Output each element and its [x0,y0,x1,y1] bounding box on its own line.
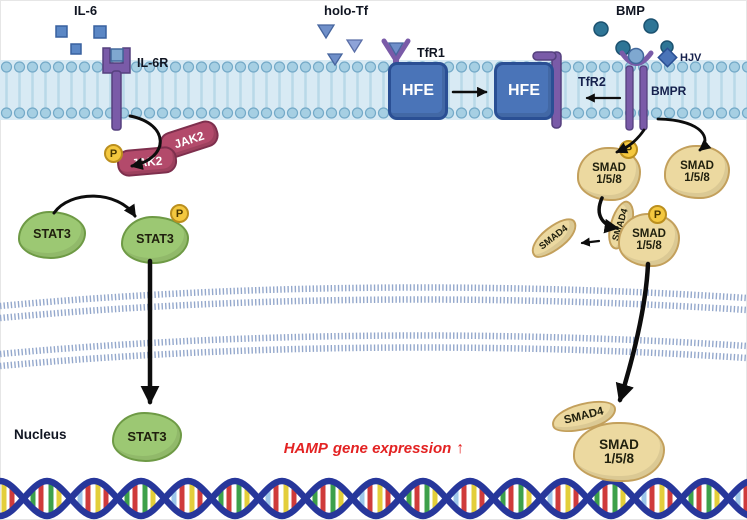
nuclear-membrane-line [0,344,747,370]
phosphate-on-smad-complex: P [648,205,667,224]
holo-tf-molecule-bound [387,42,405,57]
smad158-label-line2: 1/5/8 [636,240,662,252]
bmpr-receptor-stem [625,65,634,131]
nucleus-label: Nucleus [14,427,67,442]
il6-molecule [55,25,68,38]
smad158-label-line1: SMAD [680,159,714,172]
hamp-gene-expression-text: HAMP gene expression ↑ [284,440,465,458]
smad158-label-line1: SMAD [599,436,639,452]
arrow-smad158-to-complex [597,196,620,234]
holo-tf-label: holo-Tf [324,3,369,18]
arrow-bmpr-to-smad-left [615,128,646,154]
bmp-molecule [593,21,609,37]
tfr2-label: TfR2 [578,75,606,89]
bmp-molecule [643,18,659,34]
stat3-label: STAT3 [136,232,174,247]
hfe-label: HFE [402,82,434,99]
up-arrow-icon: ↑ [456,440,465,457]
hfe-protein-right: HFE [494,62,554,120]
bmp-molecule-bound [627,47,645,65]
phosphate-label: P [109,147,118,160]
arrow-smad-complex-nuclear-import [615,261,651,403]
tfr1-label: TfR1 [417,46,445,60]
il6r-label: IL-6R [137,56,169,70]
smad158-label-line1: SMAD [592,161,626,174]
nuclear-membrane-line [0,284,747,310]
phosphate-label: P [175,207,184,220]
stat3-nuclear: STAT3 [112,412,182,462]
arrow-bmpr-to-smad-right [656,117,712,152]
il6-molecule [70,43,82,55]
holo-tf-molecule [345,39,364,54]
arrow-smad4-join [580,237,601,247]
il6-molecule [93,25,107,39]
stat3-unphosphorylated: STAT3 [18,211,86,259]
arrow-il6r-to-jak2 [128,114,162,170]
bmp-label: BMP [616,3,645,18]
dna-helix [0,477,747,520]
holo-tf-molecule [316,24,336,40]
hamp-gene-name: HAMP [283,440,328,457]
il6-molecule-bound [110,48,124,62]
smad-complex-cytoplasm: SMAD 1/5/8 [618,213,680,267]
nuclear-membrane-line [0,332,747,358]
stat3-label: STAT3 [127,429,167,445]
smad158-label-line2: 1/5/8 [684,172,710,184]
smad158-label-line1: SMAD [632,227,666,240]
phosphate-on-jak2: P [104,144,123,163]
smad158-label-line2: 1/5/8 [596,174,622,186]
nuclear-membrane-line [0,296,747,322]
phosphate-label: P [653,208,662,221]
il6-receptor-stem [111,70,122,131]
il6-label: IL-6 [74,3,98,18]
dna-strand [0,477,747,520]
hjv-label: HJV [680,52,702,64]
hjv-coreceptor-shape [657,47,678,68]
tfr1-receptor-stem [393,57,399,66]
holo-tf-molecule [326,53,344,67]
hamp-text: gene expression [332,440,452,457]
tfr2-receptor-arm [532,51,557,61]
hfe-label: HFE [508,82,540,99]
stat3-phosphorylated: STAT3 [121,216,189,264]
stat3-label: STAT3 [33,227,71,242]
phosphate-on-stat3: P [170,204,189,223]
smad-complex-nuclear: SMAD 1/5/8 [573,422,665,482]
smad158-label-line2: 1/5/8 [603,451,635,466]
smad158-free: SMAD 1/5/8 [664,145,730,199]
bmpr-label: BMPR [651,84,687,98]
arrow-stat3-phosphorylation [52,194,137,218]
hfe-protein-left: HFE [388,62,448,120]
